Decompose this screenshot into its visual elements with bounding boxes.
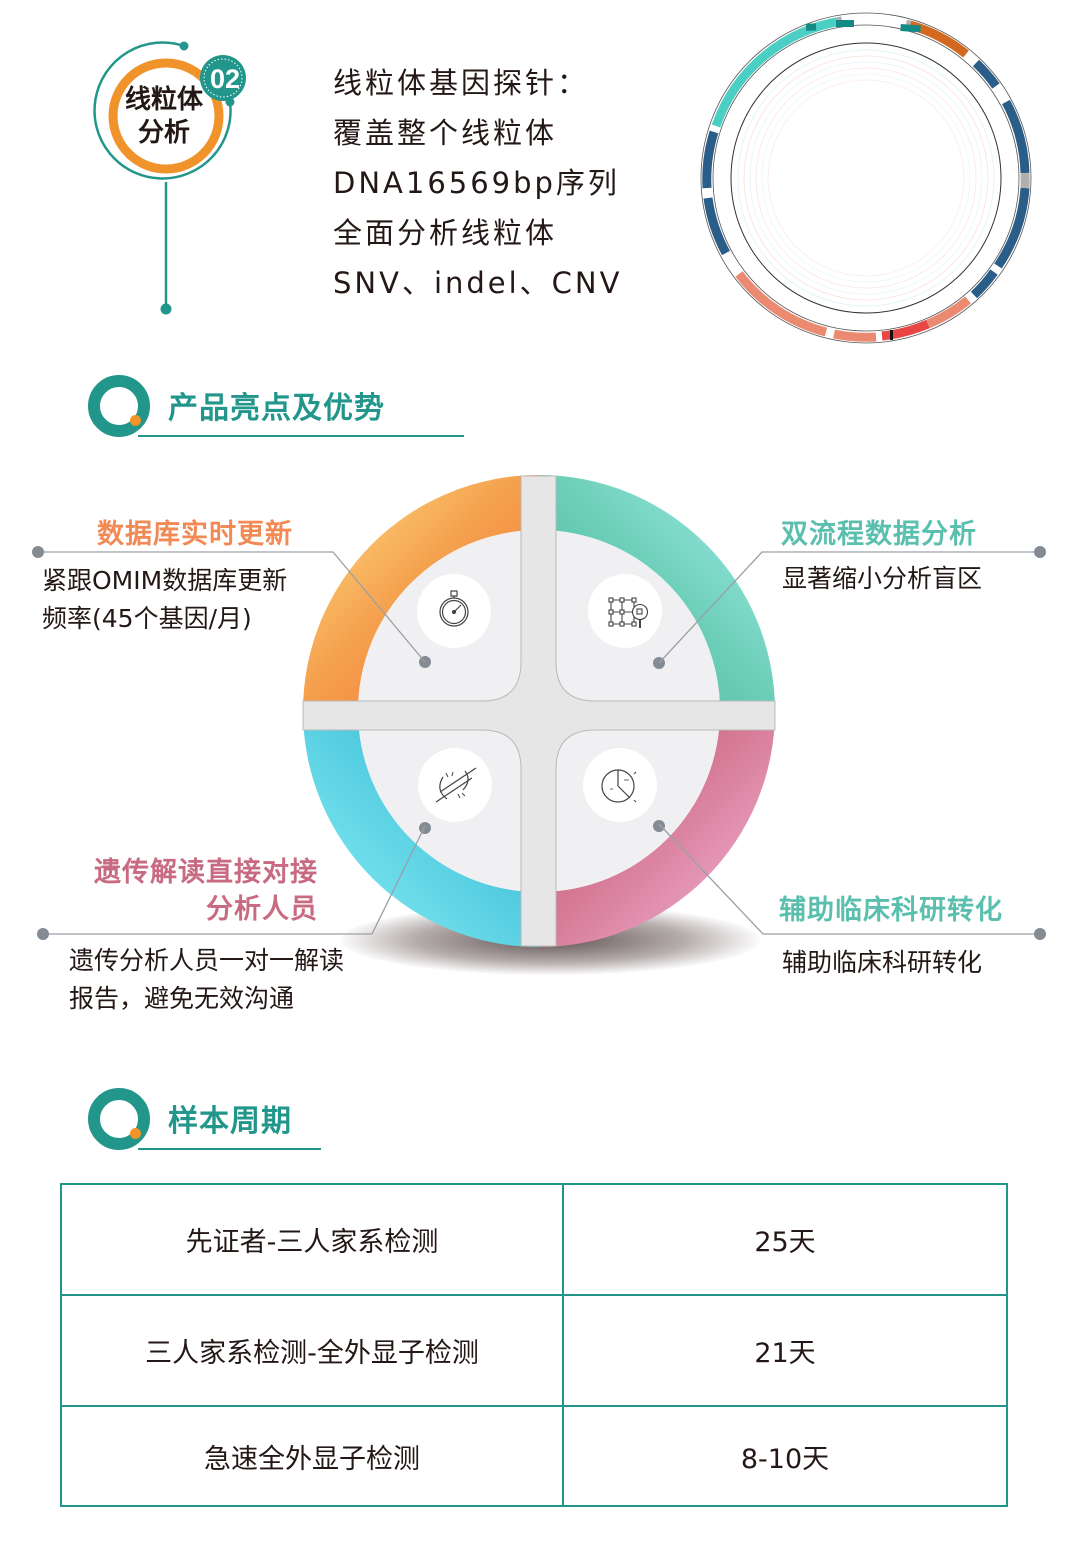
- table-row: 三人家系检测-全外显子检测 21天: [60, 1294, 1008, 1407]
- badge-title: 线粒体 分析: [104, 84, 224, 150]
- section-dot-icon: [130, 415, 141, 426]
- section-title: 样本周期: [168, 1104, 292, 1139]
- section-header-sample-cycle: 样本周期: [88, 1088, 328, 1158]
- feature-desc-database-update: 紧跟OMIM数据库更新 频率(45个基因/月): [42, 562, 287, 638]
- intro-text: 线粒体基因探针： 覆盖整个线粒体 DNA16569bp序列 全面分析线粒体 SN…: [333, 58, 622, 308]
- mitochondrial-genome-circos-icon: [700, 12, 1032, 344]
- badge-title-line1: 线粒体: [124, 85, 203, 115]
- section-underline: [138, 435, 464, 437]
- broken-link-icon: [435, 767, 477, 803]
- section-header-highlights: 产品亮点及优势: [88, 375, 468, 445]
- feature-desc-line: 辅助临床科研转化: [782, 948, 983, 977]
- sample-cycle-table: 先证者-三人家系检测 25天 三人家系检测-全外显子检测 21天 急速全外显子检…: [60, 1183, 1008, 1507]
- feature-title-line: 遗传解读直接对接: [94, 857, 318, 888]
- section-underline: [138, 1148, 321, 1150]
- feature-title-database-update: 数据库实时更新: [97, 519, 293, 550]
- section-title: 产品亮点及优势: [168, 391, 385, 426]
- feature-desc-line: 遗传分析人员一对一解读: [69, 946, 345, 975]
- badge-title-line2: 分析: [137, 118, 190, 148]
- section-ring-icon: [88, 1088, 150, 1150]
- intro-line: SNV、indel、CNV: [333, 266, 623, 300]
- pie-chart-icon: [601, 769, 637, 803]
- feature-desc-clinical-research: 辅助临床科研转化: [782, 944, 982, 982]
- feature-title-clinical-research: 辅助临床科研转化: [779, 895, 1003, 926]
- feature-title-line: 分析人员: [206, 894, 318, 925]
- feature-desc-line: 紧跟OMIM数据库更新: [42, 566, 288, 595]
- feature-desc-dual-pipeline: 显著缩小分析盲区: [782, 560, 982, 598]
- test-name-cell: 三人家系检测-全外显子检测: [60, 1294, 564, 1407]
- stopwatch-icon: [439, 590, 469, 627]
- feature-title-genetic-interpretation: 遗传解读直接对接 分析人员: [68, 854, 318, 928]
- intro-line: DNA16569bp序列: [333, 166, 620, 200]
- feature-desc-line: 频率(45个基因/月): [42, 604, 252, 633]
- table-row: 急速全外显子检测 8-10天: [60, 1405, 1008, 1507]
- feature-desc-line: 显著缩小分析盲区: [782, 564, 983, 593]
- section-ring-icon: [88, 375, 150, 437]
- grid-magnifier-icon: [608, 597, 649, 628]
- badge-decoration: [93, 41, 246, 315]
- duration-cell: 21天: [562, 1294, 1008, 1407]
- intro-line: 全面分析线粒体: [333, 216, 558, 250]
- feature-desc-line: 报告，避免无效沟通: [69, 984, 295, 1013]
- highlights-wheel: [302, 475, 776, 947]
- badge-number: 02: [209, 64, 241, 94]
- intro-line: 覆盖整个线粒体: [333, 116, 558, 150]
- feature-desc-genetic-interpretation: 遗传分析人员一对一解读 报告，避免无效沟通: [69, 942, 344, 1018]
- table-row: 先证者-三人家系检测 25天: [60, 1183, 1008, 1296]
- test-name-cell: 先证者-三人家系检测: [60, 1183, 564, 1296]
- feature-title-dual-pipeline: 双流程数据分析: [781, 519, 977, 550]
- duration-cell: 8-10天: [562, 1405, 1008, 1507]
- section-dot-icon: [130, 1128, 141, 1139]
- test-name-cell: 急速全外显子检测: [60, 1405, 564, 1507]
- duration-cell: 25天: [562, 1183, 1008, 1296]
- intro-line: 线粒体基因探针：: [333, 66, 590, 100]
